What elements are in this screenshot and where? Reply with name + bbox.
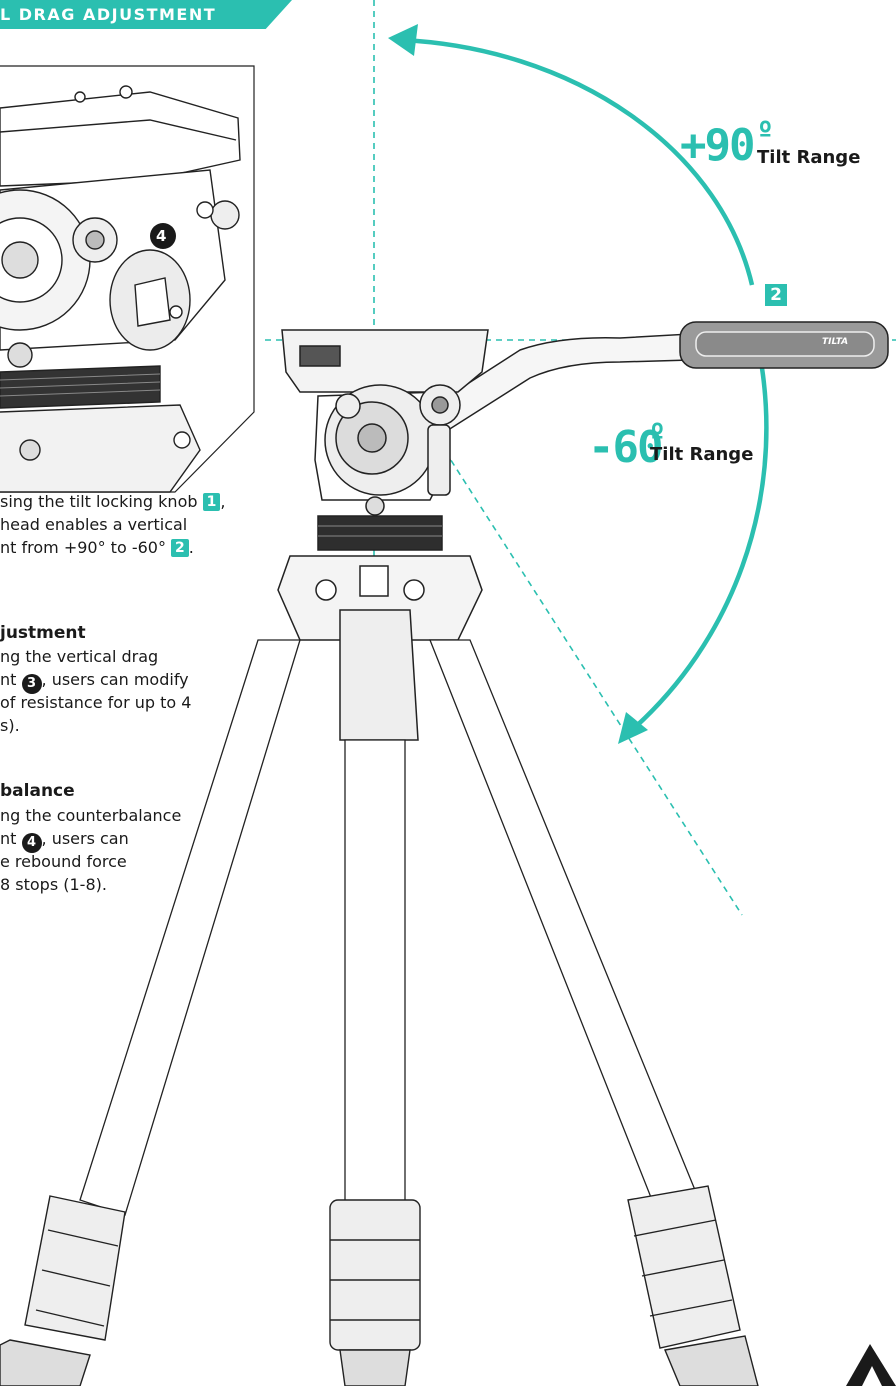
- tilt-up-label: Tilt Range: [757, 147, 861, 168]
- text-fragment: , users can: [41, 829, 129, 848]
- handle-badge-2: 2: [765, 284, 787, 306]
- text-fragment: .: [188, 538, 194, 557]
- text-fragment: nt: [0, 829, 17, 848]
- callout-circle-3: 3: [21, 674, 42, 694]
- tilt-arcs: [401, 37, 769, 732]
- text-p3-line3: e rebound force: [0, 852, 127, 871]
- section-banner: L DRAG ADJUSTMENT: [0, 0, 292, 29]
- heading-balance: balance: [0, 781, 75, 801]
- callout-circle-4: 4: [21, 833, 42, 853]
- text-fragment: nt: [0, 670, 17, 689]
- handle-brand-text: TILTA: [822, 337, 849, 347]
- text-p2-line1: ng the vertical drag: [0, 647, 159, 666]
- text-fragment: sing the tilt locking knob: [0, 492, 198, 511]
- tilt-up-value: +90: [680, 120, 755, 171]
- text-p2-line3: of resistance for up to 4: [0, 693, 192, 712]
- text-p1-line3b: nt from +90° to -60° 2.: [0, 537, 194, 559]
- tilt-down-value: -60: [588, 422, 663, 473]
- arrowheads: [388, 24, 648, 744]
- inset-callout-label: 4: [156, 227, 167, 245]
- tilt-down-degree: º: [648, 418, 666, 453]
- step-badge-2: 2: [171, 539, 189, 557]
- text-p2-line2: nt 3, users can modify: [0, 669, 189, 694]
- tripod-crown: [277, 555, 483, 779]
- text-p1-line2: head enables a vertical: [0, 515, 188, 534]
- step-badge-1: 1: [202, 493, 221, 511]
- section-title: L DRAG ADJUSTMENT: [0, 5, 217, 24]
- corner-logo: [846, 1344, 896, 1386]
- text-p3-line1: ng the counterbalance: [0, 806, 182, 825]
- text-fragment: ,: [220, 492, 226, 511]
- leg-locks: [0, 1185, 759, 1386]
- inset-callout-4: [150, 223, 176, 249]
- pan-handle: [428, 321, 889, 434]
- text-p3-line4: 8 stops (1-8).: [0, 875, 107, 894]
- text-p2-line4: s).: [0, 716, 20, 735]
- text-fragment: , users can modify: [41, 670, 189, 689]
- fluid-head: [281, 329, 489, 551]
- tilt-down-label: Tilt Range: [650, 444, 754, 465]
- text-p1-line1: sing the tilt locking knob 1,: [0, 491, 225, 513]
- inset-head-drawing: [0, 85, 241, 493]
- text-fragment: nt from +90° to -60°: [0, 538, 166, 557]
- tilt-up-degree: º: [756, 116, 774, 151]
- heading-adjustment: justment: [0, 623, 86, 643]
- text-p3-line2: nt 4, users can: [0, 828, 129, 853]
